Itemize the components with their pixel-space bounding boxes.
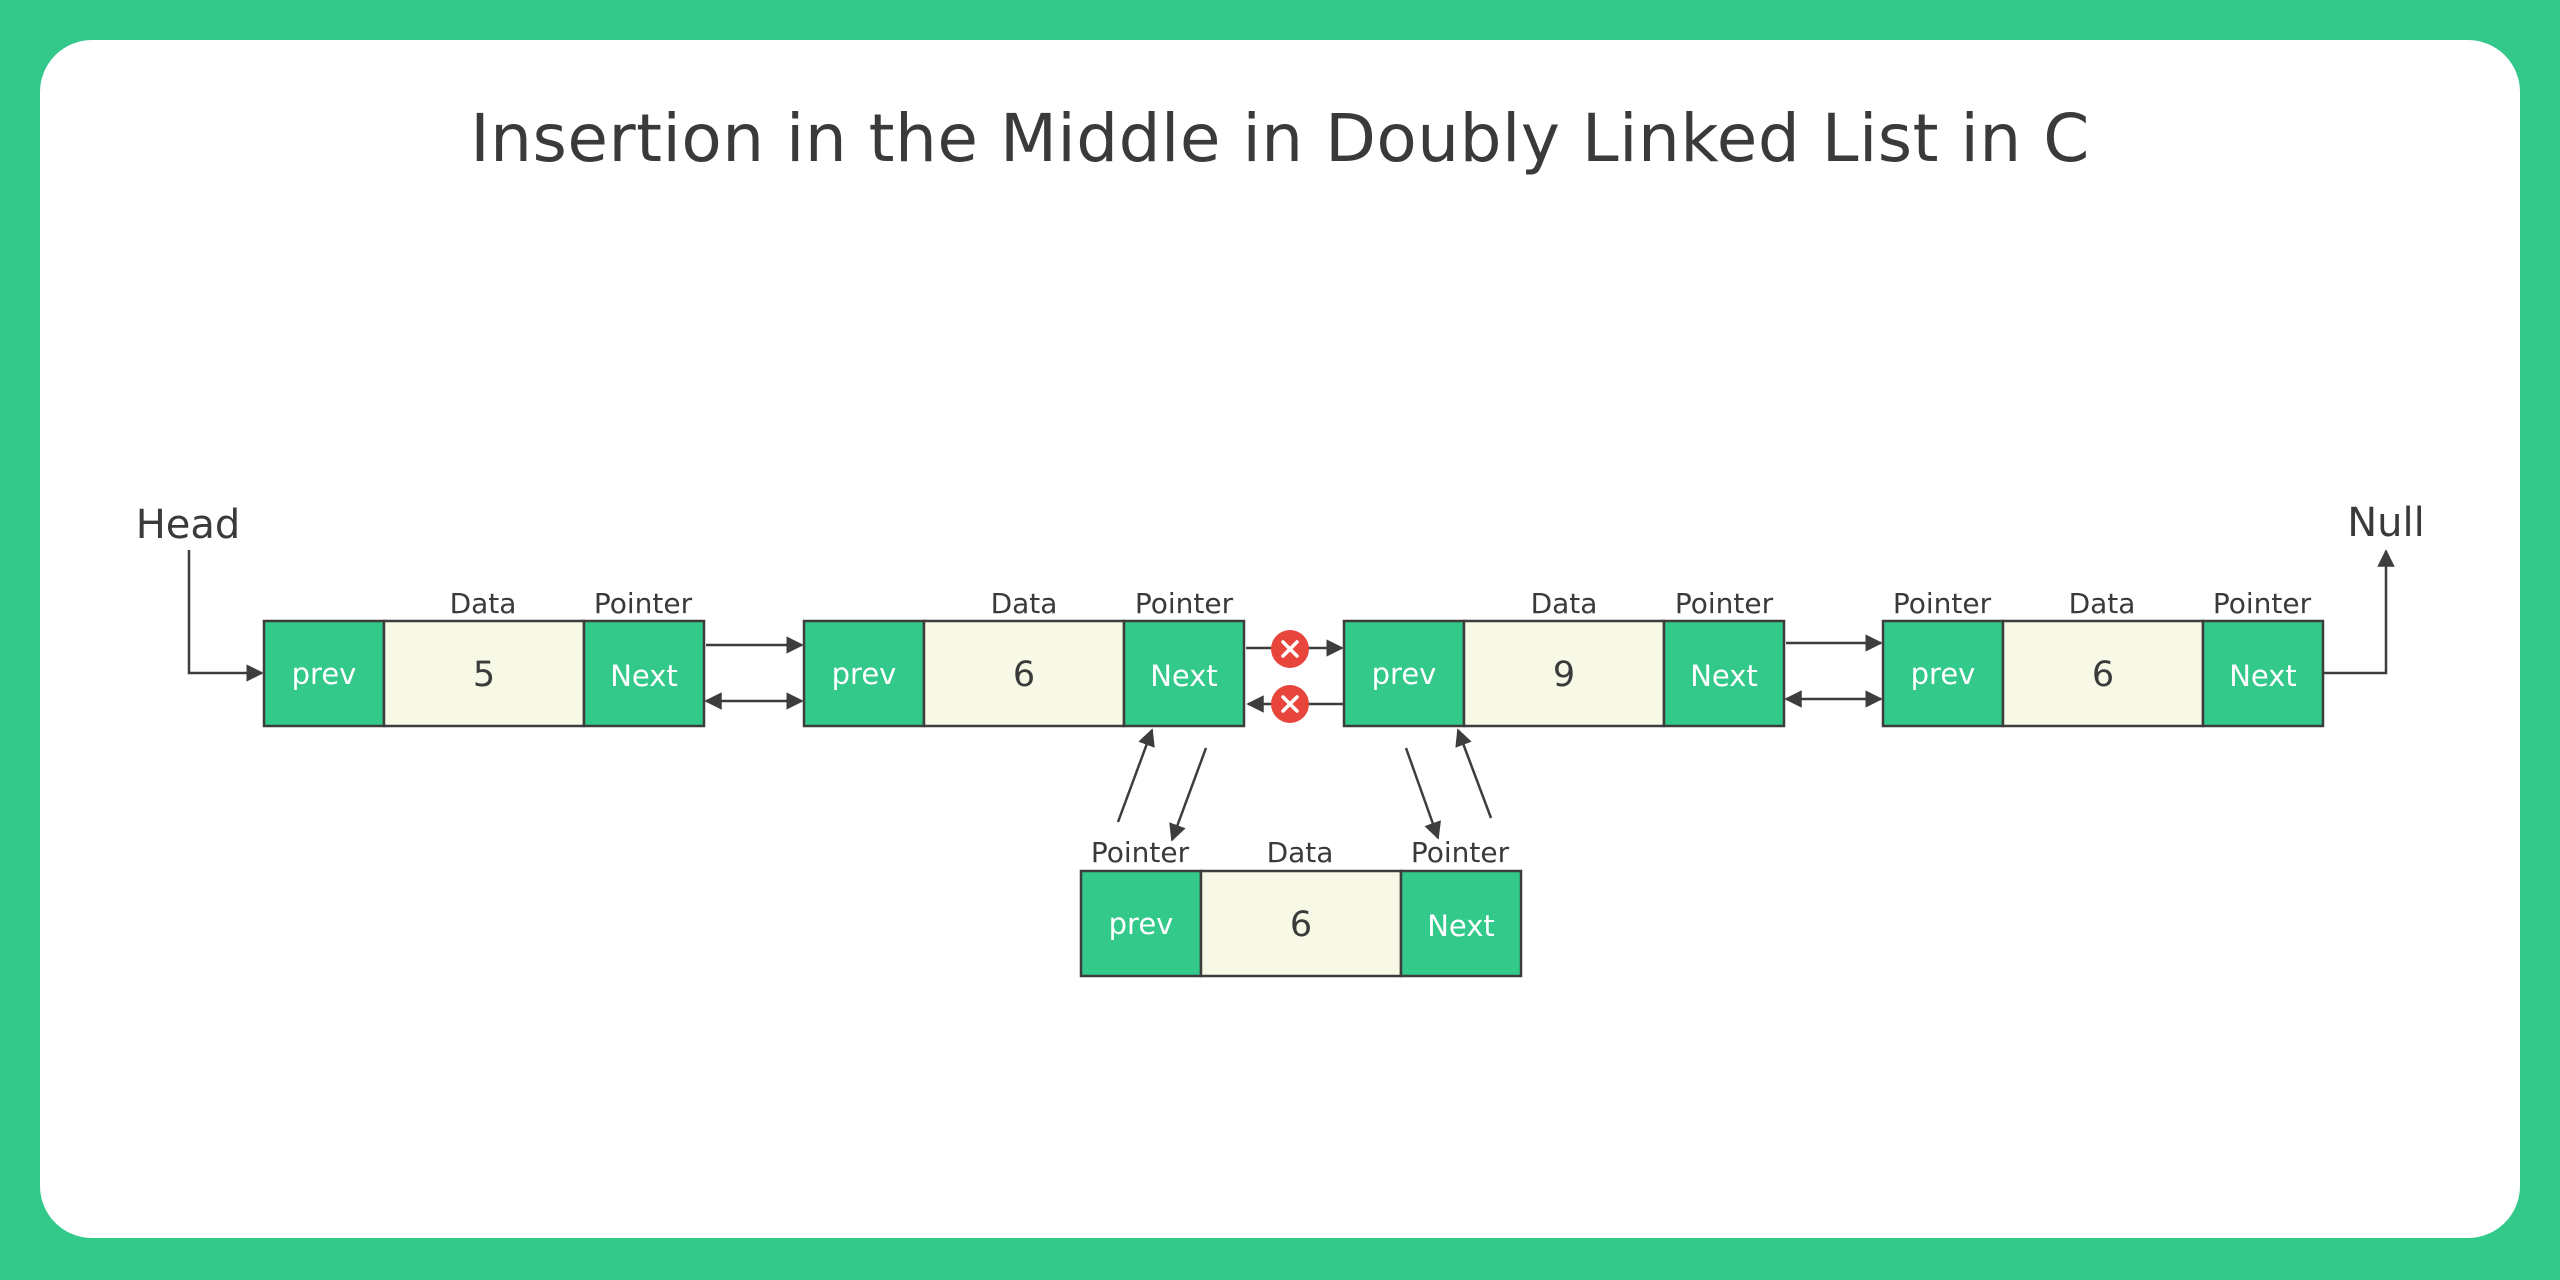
- node-value: 6: [1013, 655, 1035, 695]
- prev-label: prev: [832, 657, 897, 691]
- node-1: Data Pointer prev 5 Next: [262, 587, 706, 728]
- node-3: Data Pointer prev 9 Next: [1342, 587, 1786, 728]
- data-cell: [1199, 869, 1403, 978]
- node-4: Pointer Data Pointer prev 6 Next: [1881, 587, 2325, 728]
- node-3-prev-to-new: [1404, 747, 1441, 840]
- next-cell: [1122, 619, 1246, 728]
- prev-label: prev: [292, 657, 357, 691]
- pointer-header: Pointer: [2213, 587, 2312, 620]
- data-header: Data: [450, 587, 517, 620]
- data-cell: [2001, 619, 2205, 728]
- pointer-header: Pointer: [1411, 836, 1510, 869]
- pointer-header-left: Pointer: [1893, 587, 1992, 620]
- node-value: 6: [2092, 655, 2114, 695]
- prev-cell: [262, 619, 386, 728]
- x-circle-icon: [1271, 630, 1309, 668]
- prev-label: prev: [1372, 657, 1437, 691]
- next-label: Next: [610, 659, 678, 693]
- prev-cell: [1079, 869, 1203, 978]
- null-label: Null: [2347, 500, 2425, 546]
- prev-label: prev: [1911, 657, 1976, 691]
- next-label: Next: [1150, 659, 1218, 693]
- next-cell: [1662, 619, 1786, 728]
- pointer-header: Pointer: [594, 587, 693, 620]
- node-2: Data Pointer prev 6 Next: [802, 587, 1246, 728]
- data-header: Data: [2069, 587, 2136, 620]
- x-circle-icon: [1271, 685, 1309, 723]
- next-cell: [2201, 619, 2325, 728]
- node-value: 5: [473, 655, 495, 695]
- pointer-header: Pointer: [1675, 587, 1774, 620]
- next-cell: [582, 619, 706, 728]
- next-cell: [1399, 869, 1523, 978]
- node-value: 9: [1553, 655, 1575, 695]
- pointer-header-left: Pointer: [1091, 836, 1190, 869]
- prev-label: prev: [1109, 907, 1174, 941]
- new-next-to-node-3: [1455, 728, 1493, 819]
- data-cell: [922, 619, 1126, 728]
- prev-cell: [802, 619, 926, 728]
- node-2-next-to-new: [1169, 747, 1208, 842]
- next-label: Next: [1427, 909, 1495, 943]
- data-cell: [1462, 619, 1666, 728]
- head-arrow: [187, 550, 264, 682]
- new-prev-to-node-2: [1116, 728, 1155, 823]
- data-header: Data: [1267, 836, 1334, 869]
- page-title: Insertion in the Middle in Doubly Linked…: [470, 100, 2090, 177]
- head-label: Head: [136, 502, 241, 548]
- node-value: 6: [1290, 905, 1312, 945]
- next-label: Next: [2229, 659, 2297, 693]
- new-node: Pointer Data Pointer prev 6 Next: [1079, 836, 1523, 978]
- prev-cell: [1342, 619, 1466, 728]
- next-label: Next: [1690, 659, 1758, 693]
- prev-cell: [1881, 619, 2005, 728]
- data-header: Data: [991, 587, 1058, 620]
- data-header: Data: [1531, 587, 1598, 620]
- null-arrow: [2323, 549, 2395, 675]
- pointer-header: Pointer: [1135, 587, 1234, 620]
